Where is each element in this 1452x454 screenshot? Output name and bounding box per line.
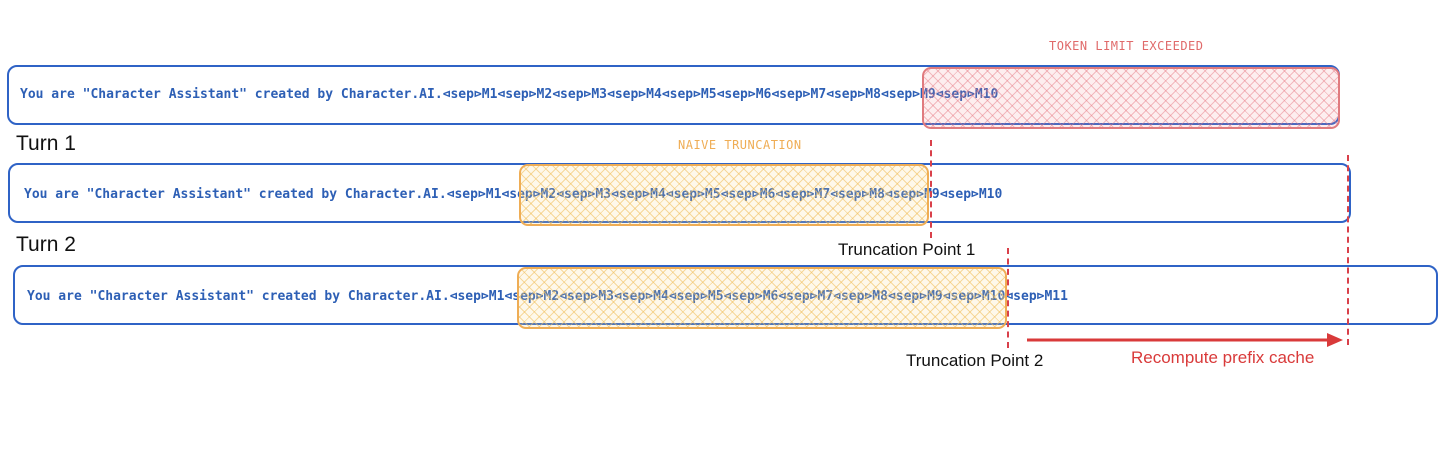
turn-2-label: Turn 2 (16, 233, 76, 256)
recompute-arrow-icon (1027, 333, 1343, 347)
sequence-box-initial (7, 65, 1340, 125)
token-limit-overlay (922, 67, 1340, 129)
truncation-line-end (1347, 155, 1349, 345)
truncation-line-1 (930, 140, 932, 238)
truncation-point-1-label: Truncation Point 1 (838, 240, 976, 259)
sequence-text-initial: You are "Character Assistant" created by… (20, 87, 999, 102)
turn-1-label: Turn 1 (16, 132, 76, 155)
naive-truncation-overlay-turn-2 (517, 267, 1007, 329)
naive-truncation-label: NAIVE TRUNCATION (678, 138, 802, 152)
truncation-line-2 (1007, 248, 1009, 348)
truncation-point-2-label: Truncation Point 2 (906, 351, 1044, 370)
recompute-prefix-cache-label: Recompute prefix cache (1131, 348, 1315, 367)
token-limit-label: TOKEN LIMIT EXCEEDED (1049, 39, 1204, 53)
naive-truncation-overlay-turn-1 (519, 164, 929, 226)
